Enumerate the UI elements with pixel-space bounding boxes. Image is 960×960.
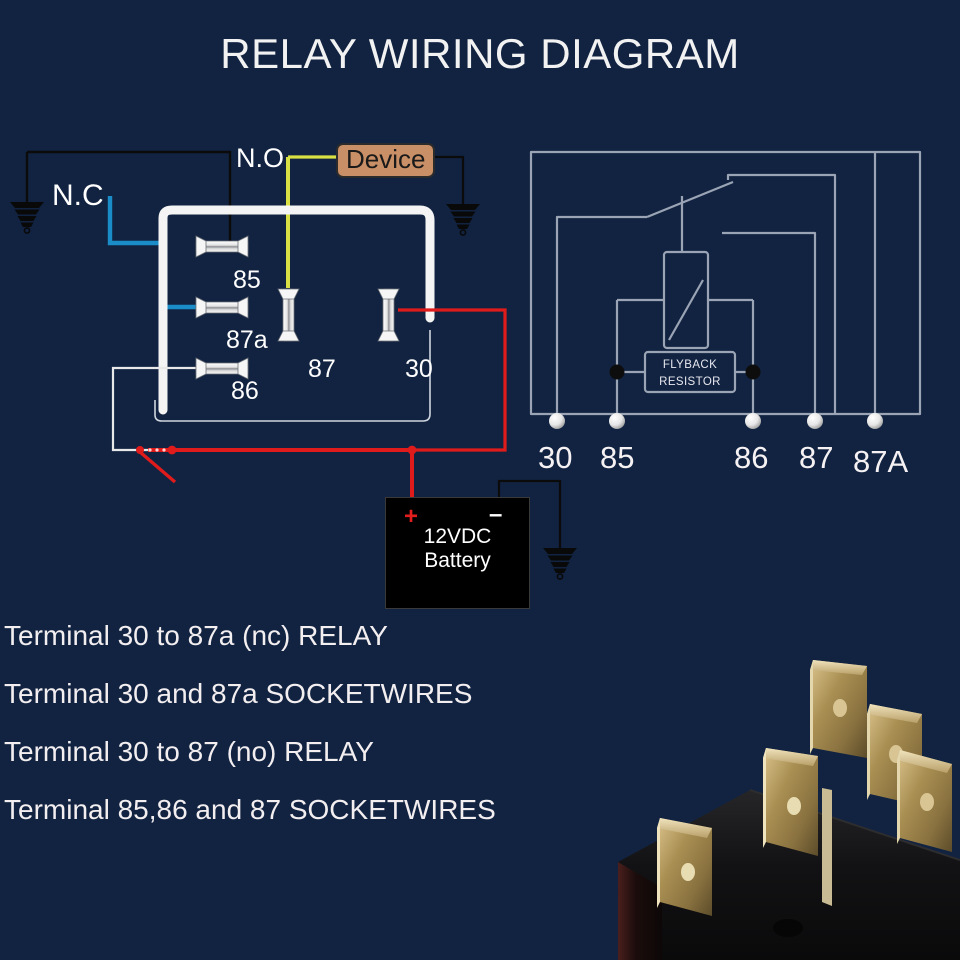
- battery-box: 12VDC Battery: [385, 497, 530, 609]
- terminal-label-30: 30: [405, 355, 433, 383]
- flyback-line-2: RESISTOR: [659, 375, 721, 388]
- notes-list: Terminal 30 to 87a (nc) RELAY Terminal 3…: [0, 620, 960, 852]
- battery-name-label: Battery: [424, 549, 491, 573]
- schematic-junction-dots: [609, 364, 761, 380]
- terminal-label-85: 85: [233, 266, 261, 294]
- terminal-label-87a: 87a: [226, 326, 268, 354]
- right-schematic-group: [529, 150, 922, 429]
- note-item: Terminal 85,86 and 87 SOCKETWIRES: [4, 794, 496, 825]
- page-title: RELAY WIRING DIAGRAM: [220, 30, 740, 77]
- terminal-label-87: 87: [308, 355, 336, 383]
- schematic-terminal-label-30: 30: [538, 440, 573, 475]
- schematic-coil-leads: [615, 298, 755, 414]
- wire-battery-negative: [497, 479, 562, 548]
- schematic-87-branch: [722, 231, 817, 414]
- device-label-box[interactable]: Device: [336, 143, 436, 179]
- relay-pin-87a: [195, 296, 249, 319]
- schematic-coil: [662, 212, 710, 350]
- schematic-terminal-label-85: 85: [600, 440, 635, 475]
- ground-symbol-left: [9, 152, 45, 234]
- note-item: Terminal 30 and 87a SOCKETWIRES: [4, 678, 473, 709]
- relay-pin-30: [377, 288, 400, 342]
- relay-pin-86: [195, 357, 249, 380]
- left-wiring-group: [9, 150, 578, 580]
- flyback-line-1: FLYBACK: [662, 359, 718, 371]
- ground-symbol-battery: [542, 547, 578, 580]
- wire-no-yellow: [286, 155, 336, 288]
- battery-negative-symbol: –: [489, 501, 503, 528]
- label-nc: N.C: [52, 179, 104, 212]
- note-item: Terminal 30 to 87 (no) RELAY: [4, 736, 374, 767]
- relay-pin-87: [277, 288, 300, 342]
- wire-power-red: [136, 308, 507, 497]
- schematic-terminal-label-86: 86: [734, 440, 769, 475]
- terminal-label-86: 86: [231, 377, 259, 405]
- schematic-terminal-label-87: 87: [799, 440, 834, 475]
- wire-86-to-switch: [111, 366, 212, 452]
- schematic-contact-arm: [555, 173, 837, 414]
- schematic-terminal-label-87a: 87A: [853, 444, 909, 479]
- relay-body-outline: [154, 205, 435, 422]
- relay-pin-85: [195, 235, 249, 258]
- note-item: Terminal 30 to 87a (nc) RELAY: [4, 620, 388, 651]
- wire-ground-to-85: [27, 150, 232, 247]
- battery-voltage-label: 12VDC: [423, 525, 492, 548]
- wire-device-to-ground: [424, 155, 465, 204]
- label-no: N.O: [236, 143, 285, 173]
- schematic-terminal-posts: [549, 413, 883, 429]
- battery-positive-symbol: +: [404, 503, 419, 530]
- flyback-resistor-label: FLYBACK RESISTOR: [645, 357, 735, 390]
- schematic-enclosure: [529, 150, 922, 416]
- ground-symbol-device: [445, 203, 481, 236]
